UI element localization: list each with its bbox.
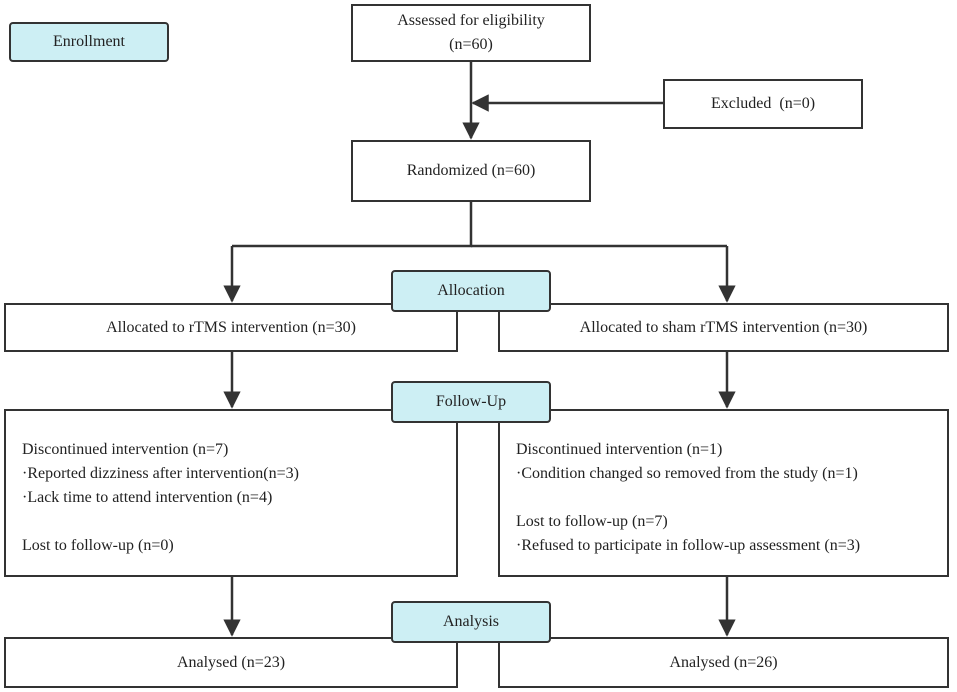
analysed-left-label: Analysed (n=23) <box>176 653 286 671</box>
followup-right-box: Discontinued intervention (n=1) ·Conditi… <box>498 409 949 577</box>
assessed-box: Assessed for eligibility (n=60) <box>351 4 591 62</box>
randomized-box: Randomized (n=60) <box>351 140 591 202</box>
stage-follow-up: Follow-Up <box>391 381 551 423</box>
stage-allocation-label: Allocation <box>437 282 505 299</box>
analysed-right-box: Analysed (n=26) <box>498 637 949 688</box>
assessed-line2: (n=60) <box>449 36 493 53</box>
followup-right-spacer <box>516 486 935 510</box>
excluded-label: Excluded (n=0) <box>710 95 816 112</box>
followup-right-discontinued: Discontinued intervention (n=1) <box>516 441 723 458</box>
followup-left-spacer <box>22 510 444 534</box>
randomized-label: Randomized (n=60) <box>406 162 536 179</box>
stage-enrollment: Enrollment <box>9 22 169 62</box>
stage-follow-up-label: Follow-Up <box>435 393 507 410</box>
allocated-right-box: Allocated to sham rTMS intervention (n=3… <box>498 303 949 352</box>
allocated-left-label: Allocated to rTMS intervention (n=30) <box>106 318 356 336</box>
followup-right-reason2: ·Refused to participate in follow-up ass… <box>516 537 861 554</box>
connector-randomized-split <box>232 202 473 248</box>
followup-right-reason1: ·Condition changed so removed from the s… <box>516 465 858 482</box>
excluded-box: Excluded (n=0) <box>663 79 863 129</box>
followup-left-reason1: ·Reported dizziness after intervention(n… <box>22 465 299 482</box>
stage-analysis-label: Analysis <box>443 613 499 630</box>
followup-left-reason2: ·Lack time to attend intervention (n=4) <box>22 489 273 506</box>
analysed-right-label: Analysed (n=26) <box>669 653 778 671</box>
followup-right-lost: Lost to follow-up (n=7) <box>516 513 668 530</box>
allocated-right-label: Allocated to sham rTMS intervention (n=3… <box>579 318 868 336</box>
analysed-left-box: Analysed (n=23) <box>4 637 458 688</box>
followup-left-box: Discontinued intervention (n=7) ·Reporte… <box>4 409 458 577</box>
assessed-line1: Assessed for eligibility <box>397 12 545 29</box>
followup-left-lost: Lost to follow-up (n=0) <box>22 537 174 554</box>
allocated-left-box: Allocated to rTMS intervention (n=30) <box>4 303 458 352</box>
stage-analysis: Analysis <box>391 601 551 643</box>
followup-left-discontinued: Discontinued intervention (n=7) <box>22 441 229 458</box>
stage-enrollment-label: Enrollment <box>53 33 125 50</box>
stage-allocation: Allocation <box>391 270 551 312</box>
